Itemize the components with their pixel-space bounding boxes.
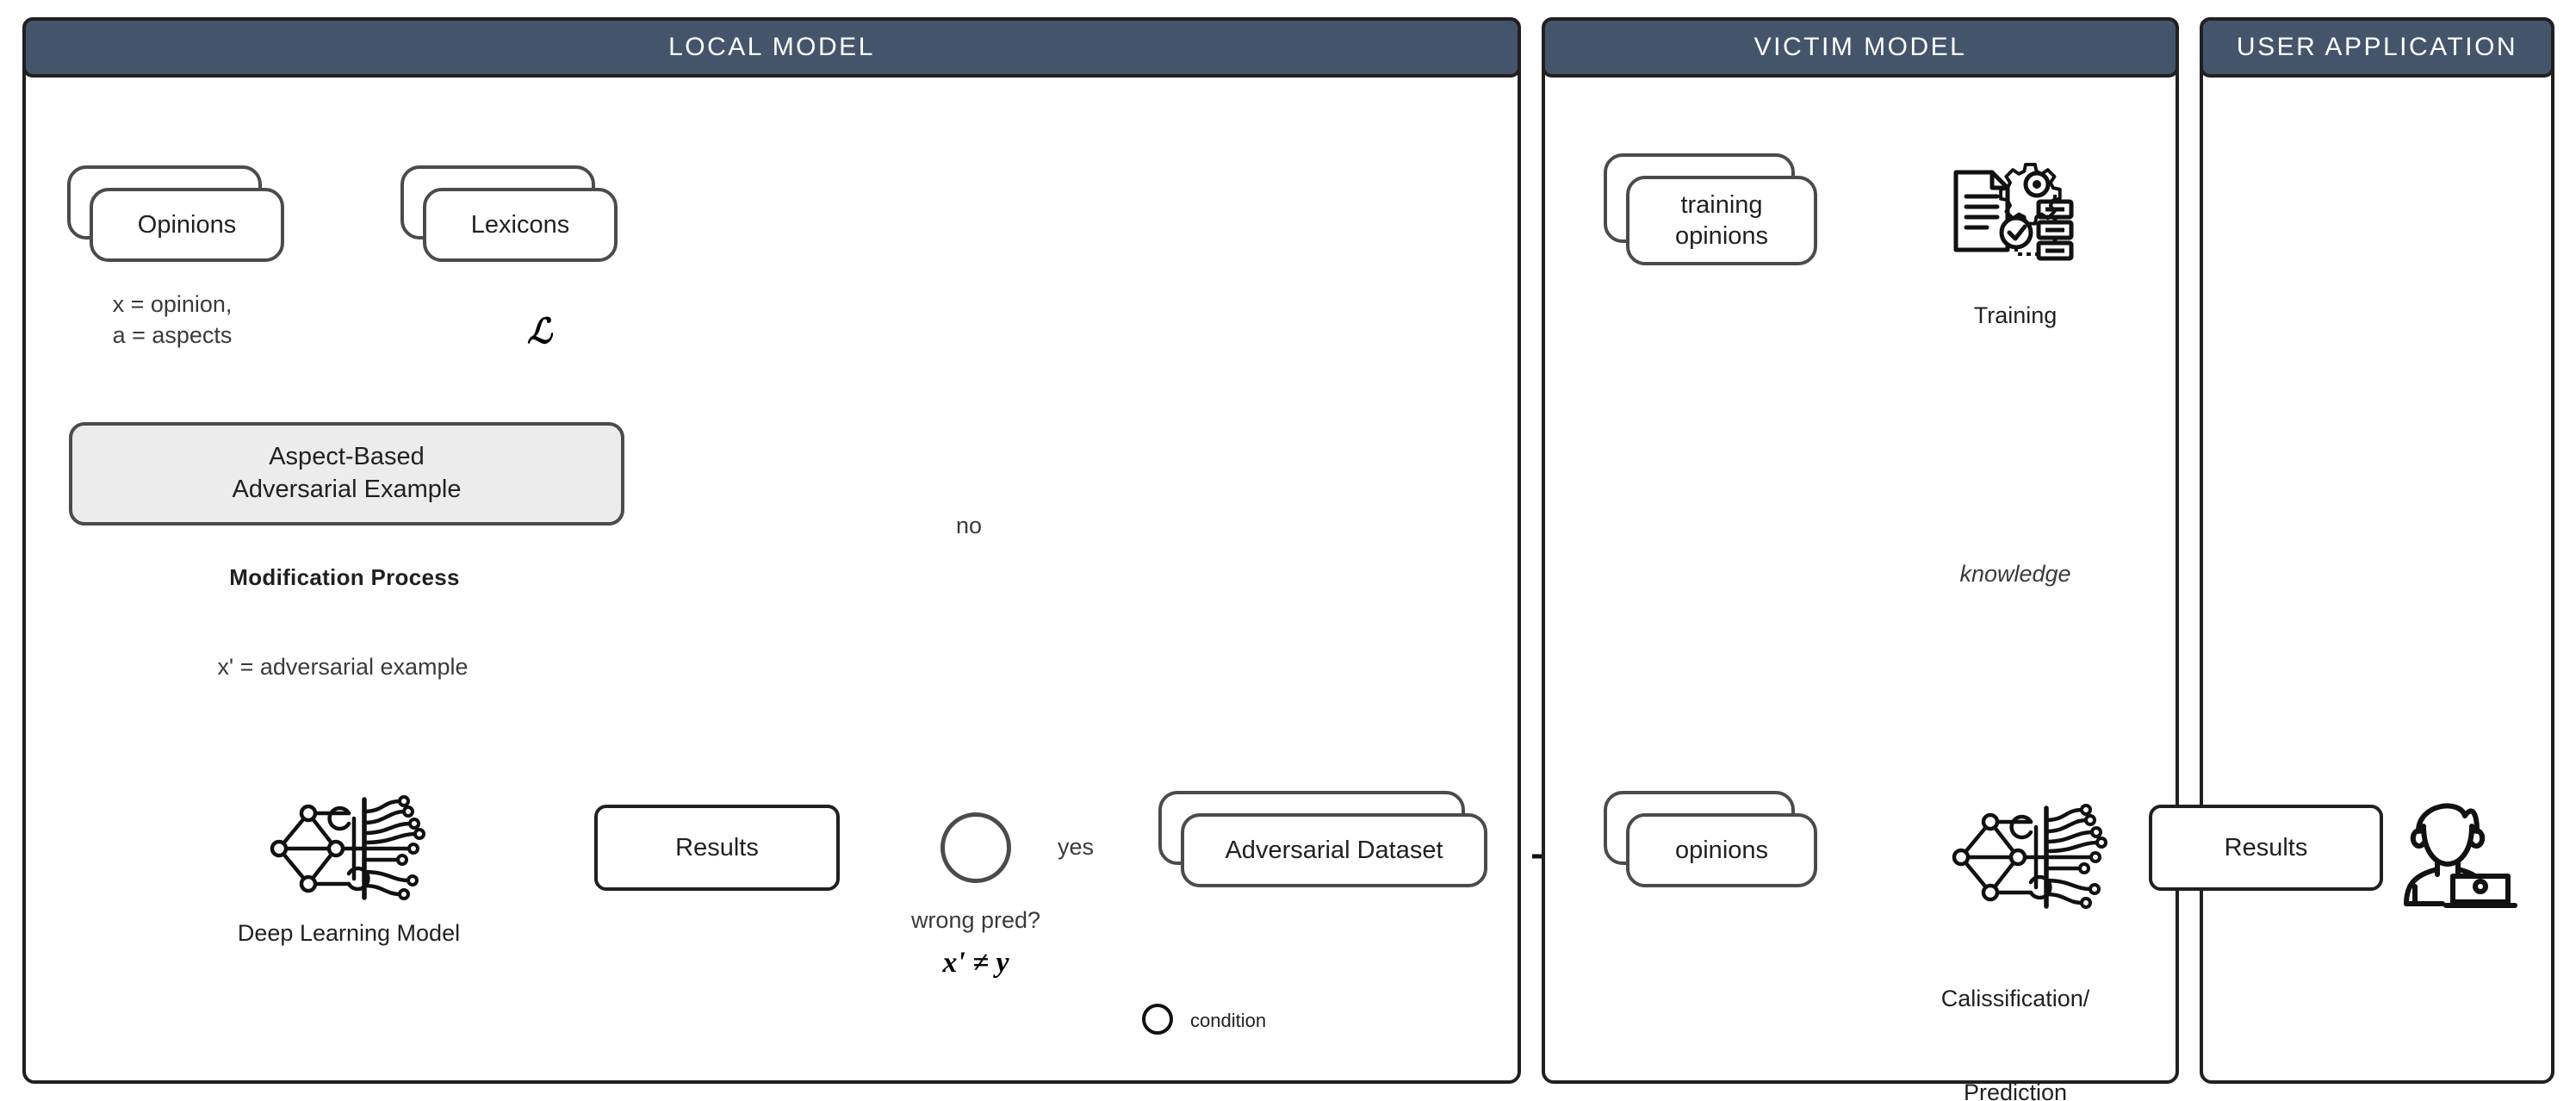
legend-condition-icon (1142, 1004, 1173, 1035)
lexicons-dataset[interactable]: Lexicons (400, 165, 618, 262)
panel-local-model-header: LOCAL MODEL (22, 17, 1521, 78)
classification-label: Calissification/ Prediction (1886, 920, 2145, 1101)
adversarial-example-variable-label: x' = adversarial example (217, 654, 469, 680)
user-results-label: Results (2224, 833, 2308, 862)
lexicon-symbol-label: ℒ (527, 312, 552, 351)
condition-math-label: xʹ ≠ y (942, 947, 1009, 979)
training-label: Training (1973, 302, 2058, 328)
opinions-dataset[interactable]: Opinions (67, 165, 284, 262)
modification-process-label: Modification Process (229, 564, 460, 590)
opinions-dataset-label: Opinions (137, 210, 237, 239)
panel-victim-model-header: VICTIM MODEL (1542, 17, 2179, 78)
aspect-based-adversarial-example-line2: Adversarial Example (232, 476, 462, 503)
training-opinions-line1: training (1680, 190, 1763, 219)
victim-opinions-label: opinions (1674, 836, 1769, 864)
person-with-laptop-icon (2403, 797, 2532, 909)
classification-line1: Calissification/ (1940, 985, 2090, 1011)
aspect-based-adversarial-example-line1: Aspect-Based (269, 443, 425, 471)
edge-label-yes: yes (1058, 834, 1095, 860)
legend-condition-label: condition (1190, 1010, 1267, 1031)
training-opinions-dataset[interactable]: training opinions (1604, 153, 1817, 265)
victim-opinions-front-sheet: opinions (1626, 813, 1817, 887)
panel-user-application-title: USER APPLICATION (2236, 33, 2518, 61)
condition-node[interactable] (940, 812, 1011, 883)
panel-victim-model-title: VICTIM MODEL (1754, 33, 1967, 61)
classification-line2: Prediction (1963, 1079, 2068, 1101)
victim-opinions-dataset[interactable]: opinions (1604, 791, 1817, 887)
knowledge-label: knowledge (1959, 561, 2071, 587)
training-opinions-front-sheet: training opinions (1626, 176, 1817, 265)
aspect-based-adversarial-example-box[interactable]: Aspect-Based Adversarial Example (69, 422, 624, 526)
adversarial-dataset[interactable]: Adversarial Dataset (1158, 791, 1487, 887)
lexicons-dataset-label: Lexicons (470, 210, 570, 239)
local-results-label: Results (675, 833, 759, 862)
neural-network-icon (263, 793, 435, 905)
wrong-prediction-label: wrong pred? (910, 907, 1041, 933)
user-results-box[interactable]: Results (2149, 805, 2383, 891)
adversarial-dataset-front-sheet: Adversarial Dataset (1181, 813, 1487, 887)
deep-learning-model-label: Deep Learning Model (237, 920, 461, 946)
edge-label-no: no (956, 513, 983, 538)
lexicons-dataset-front-sheet: Lexicons (423, 188, 618, 262)
classification-neural-network-icon (1945, 801, 2117, 913)
opinions-dataset-front-sheet: Opinions (90, 188, 284, 262)
panel-user-application-header: USER APPLICATION (2200, 17, 2554, 78)
local-results-box[interactable]: Results (594, 805, 840, 891)
panel-local-model-title: LOCAL MODEL (668, 33, 875, 61)
training-opinions-line2: opinions (1674, 222, 1769, 250)
panel-user-application: USER APPLICATION (2200, 17, 2554, 1084)
opinion-variables-label: x = opinion, a = aspects (112, 291, 233, 349)
document-gear-checklist-icon (1942, 157, 2080, 269)
adversarial-dataset-label: Adversarial Dataset (1225, 836, 1443, 864)
